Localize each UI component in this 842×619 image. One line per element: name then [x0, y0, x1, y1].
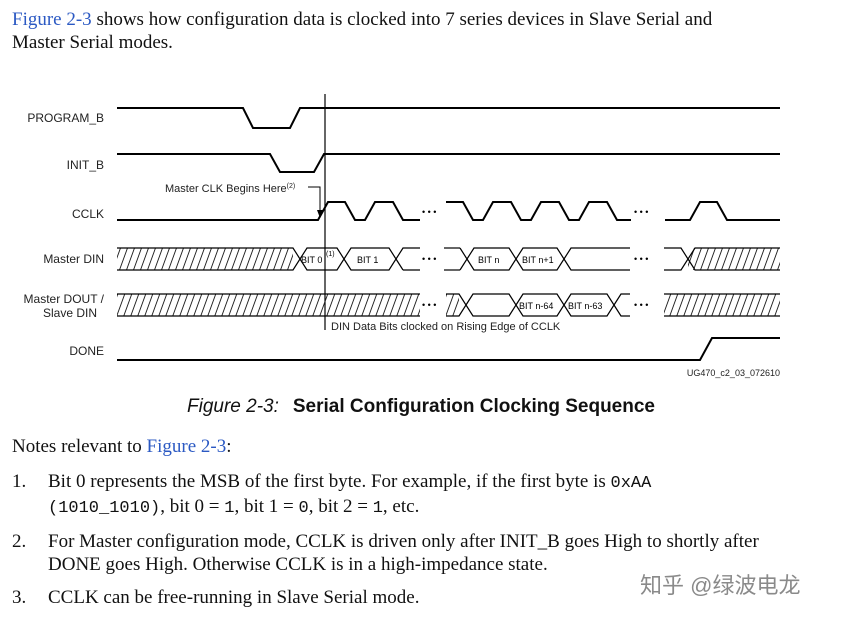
din-bit-0: BIT 0 [301, 255, 322, 265]
din-bitn-shape [459, 247, 468, 271]
figure-caption: Figure 2-3: Serial Configuration Clocking… [0, 396, 842, 418]
note-1-code-hex: 0xAA [610, 474, 652, 493]
din-clocked-note: DIN Data Bits clocked on Rising Edge of … [331, 321, 561, 333]
dout-ellipsis-2: • • • [634, 300, 648, 310]
note-1-code-4: 0 [298, 499, 309, 518]
note-item-1: 1. Bit 0 represents the MSB of the first… [12, 470, 802, 520]
note-1-text-c: , bit 1 = [234, 496, 299, 517]
dout-hatch-left [117, 294, 420, 316]
note-1-code-bin: (1010_1010) [48, 499, 161, 518]
notes-list: 1. Bit 0 represents the MSB of the first… [12, 470, 802, 619]
notes-heading-prefix: Notes relevant to [12, 436, 147, 457]
note-item-2: 2. For Master configuration mode, CCLK i… [12, 530, 802, 576]
din-hatch-right-border [687, 247, 780, 271]
note-1-text-d: , bit 2 = [308, 496, 373, 517]
cclk-wave-3 [665, 201, 780, 221]
din-bitn1-tail [563, 247, 630, 260]
done-wave [117, 337, 780, 361]
din-bit-1: BIT 1 [357, 255, 378, 265]
label-init-b: INIT_B [67, 158, 104, 172]
label-done: DONE [69, 344, 104, 358]
din-bit-n: BIT n [478, 255, 499, 265]
notes-figure-link[interactable]: Figure 2-3 [146, 436, 227, 457]
figure-id: UG470_c2_03_072610 [687, 368, 780, 378]
din-bit1-tail-b [395, 258, 404, 271]
cclk-wave-2 [446, 201, 631, 221]
din-bitn1-tail-b [563, 258, 630, 271]
dout-bit-n63: BIT n-63 [568, 301, 602, 311]
intro-text-2: Master Serial modes. [12, 32, 173, 53]
note-number: 1. [12, 471, 27, 492]
figure-link[interactable]: Figure 2-3 [12, 9, 92, 30]
label-master-dout: Master DOUT / [24, 292, 105, 306]
din-bit-n1: BIT n+1 [522, 255, 554, 265]
note-2-text: For Master configuration mode, CCLK is d… [48, 531, 759, 575]
dout-tail [613, 293, 630, 306]
caption-title: Serial Configuration Clocking Sequence [292, 396, 655, 417]
note-1-text-a: Bit 0 represents the MSB of the first by… [48, 471, 611, 492]
notes-heading: Notes relevant to Figure 2-3: [12, 436, 232, 458]
master-clk-begins: Master CLK Begins Here(2) [165, 183, 295, 195]
watermark: 知乎 @绿波电龙 [640, 573, 801, 598]
note-1-code-5: 1 [372, 499, 383, 518]
cclk-ellipsis-1: • • • [422, 207, 436, 217]
intro-paragraph: Figure 2-3 shows how configuration data … [12, 8, 812, 54]
label-slave-din: Slave DIN [43, 306, 97, 320]
dout-box-1 [465, 293, 517, 317]
timing-diagram: PROGRAM_B INIT_B CCLK Master DIN Master … [24, 94, 780, 378]
note-item-3: 3. CCLK can be free-running in Slave Ser… [12, 586, 802, 609]
note-1-text-b: , bit 0 = [160, 496, 225, 517]
note-1-text-e: , etc. [382, 496, 420, 517]
label-master-din: Master DIN [43, 252, 104, 266]
note-number: 3. [12, 587, 27, 608]
din-hatch-left [117, 248, 293, 270]
din-hatch-right [688, 248, 780, 270]
note-3-text: CCLK can be free-running in Slave Serial… [48, 587, 420, 608]
dout-bit-n64: BIT n-64 [519, 301, 553, 311]
cclk-wave [117, 201, 420, 221]
notes-heading-suffix: : [226, 436, 232, 457]
din-ellipsis-1: • • • [422, 254, 436, 264]
note-1-code-3: 1 [224, 499, 235, 518]
master-clk-pointer [308, 186, 321, 212]
dout-ellipsis-1: • • • [422, 300, 436, 310]
note-number: 2. [12, 531, 27, 552]
note1-ref: (1) [326, 251, 335, 258]
intro-text-1: shows how configuration data is clocked … [91, 9, 713, 30]
caption-number: Figure 2-3: [187, 396, 279, 417]
init-b-wave [117, 153, 780, 173]
label-program-b: PROGRAM_B [27, 111, 104, 125]
label-cclk: CCLK [72, 207, 104, 221]
din-bit1-tail [395, 247, 420, 260]
dout-hatch-right [664, 294, 780, 316]
cclk-ellipsis-2: • • • [634, 207, 648, 217]
dout-hatch-mid [446, 294, 459, 316]
din-ellipsis-2: • • • [634, 254, 648, 264]
program-b-wave [117, 107, 780, 129]
din-hatch-right-lead [664, 247, 689, 271]
dout-tail-b [613, 304, 630, 317]
